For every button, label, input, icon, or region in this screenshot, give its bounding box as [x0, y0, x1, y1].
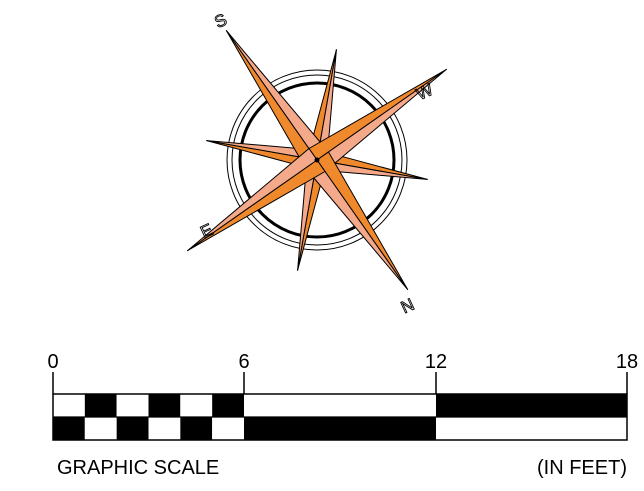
compass-points	[187, 30, 447, 290]
scale-cell-top-5	[180, 394, 213, 417]
scale-cell-top-6	[212, 394, 244, 417]
compass-outer-ring	[226, 69, 408, 251]
scale-segment-3-bottom	[436, 417, 627, 440]
scale-segment-2-bottom	[244, 417, 436, 440]
scale-bar	[52, 372, 628, 441]
scale-caption: GRAPHIC SCALE	[57, 457, 219, 479]
scale-tick-label-18: 18	[616, 351, 638, 373]
scale-cell-bottom-1	[53, 417, 85, 440]
compass-inner-ring	[238, 81, 396, 239]
scale-cell-bottom-6	[212, 417, 244, 440]
direction-label-n: N	[398, 295, 417, 317]
compass-hub	[314, 157, 320, 163]
scale-cell-top-4	[148, 394, 181, 417]
compass-rose: S W E N	[187, 10, 447, 318]
scale-units: (IN FEET)	[537, 457, 627, 479]
scale-tick-label-12: 12	[425, 351, 447, 373]
scale-tick-label-6: 6	[238, 351, 249, 373]
scale-segment-2-top	[244, 394, 436, 417]
direction-label-s: S	[212, 10, 230, 32]
compass-middle-ring	[231, 74, 403, 246]
scale-tick-label-0: 0	[47, 351, 58, 373]
scale-cell-bottom-2	[84, 417, 117, 440]
graphic-scale: 0 6 12 18 GRAPHIC SCALE (IN FEET)	[47, 351, 638, 479]
direction-label-w: W	[413, 80, 436, 104]
scale-cell-bottom-4	[148, 417, 181, 440]
scale-cell-top-1	[53, 394, 85, 417]
scale-cell-top-2	[84, 394, 117, 417]
scale-cell-bottom-5	[180, 417, 213, 440]
scale-cell-bottom-3	[116, 417, 149, 440]
scale-cell-top-3	[116, 394, 149, 417]
compass-major-point-4-right-half	[187, 148, 318, 252]
scale-segment-3-top	[436, 394, 627, 417]
